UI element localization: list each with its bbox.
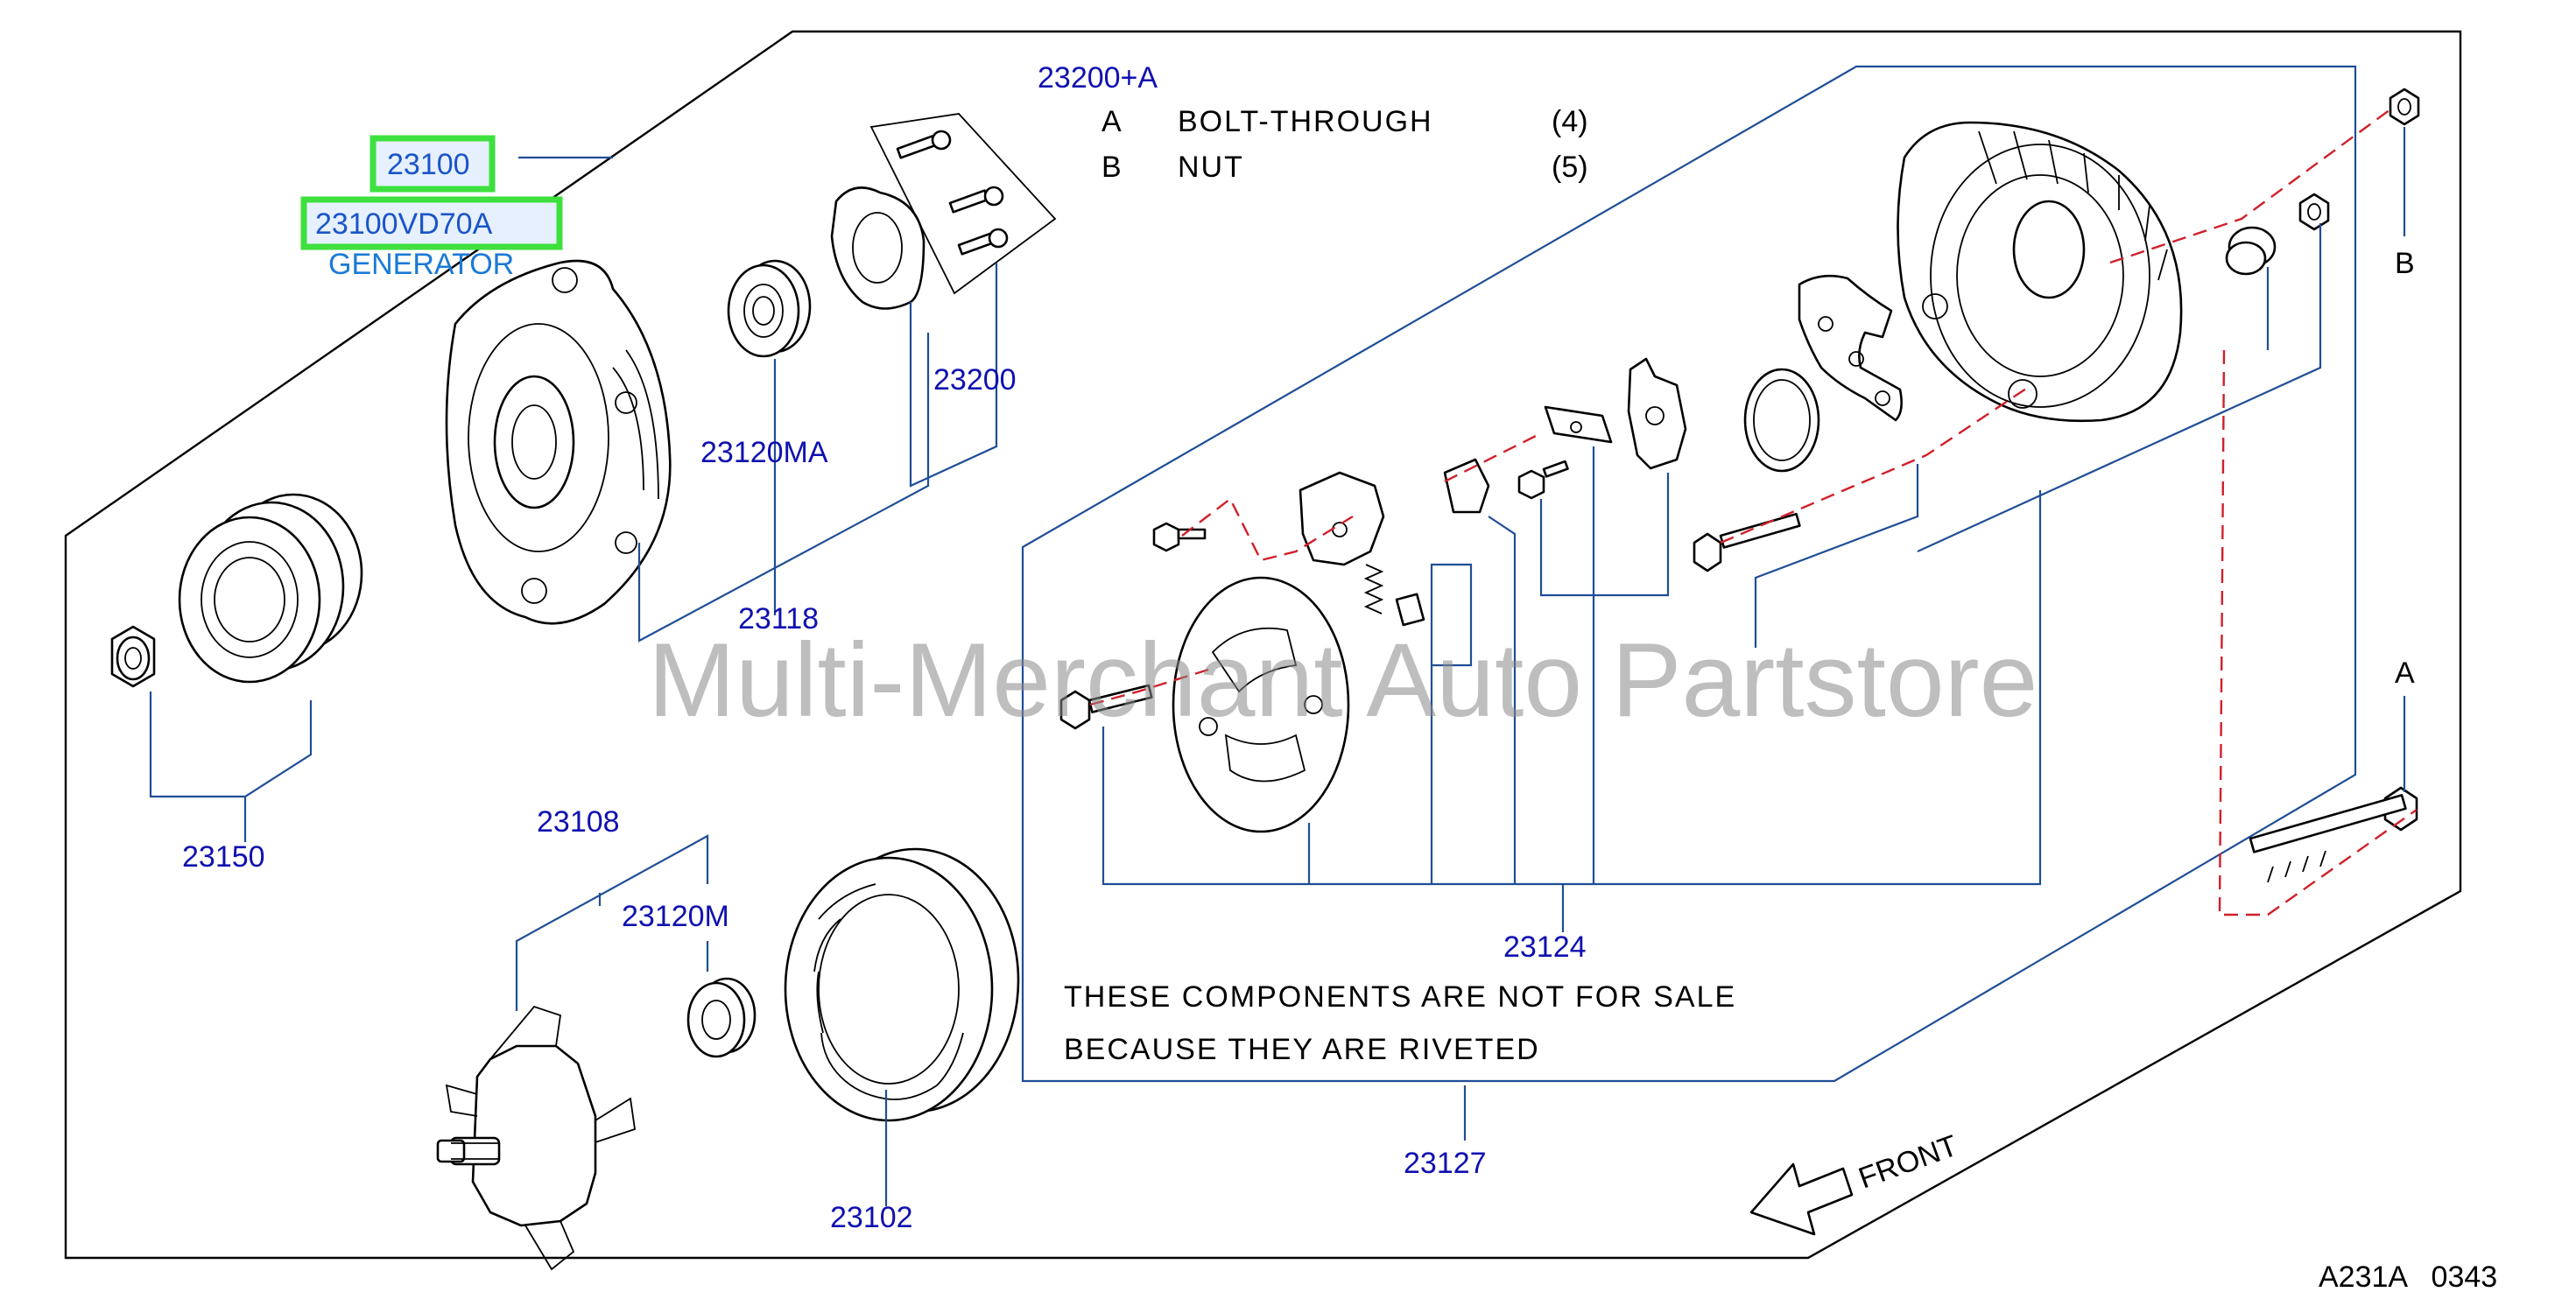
label-23200[interactable]: 23200 — [933, 363, 1017, 397]
note-line-2: BECAUSE THEY ARE RIVETED — [1064, 1033, 1540, 1066]
rotor[interactable] — [436, 1005, 636, 1271]
seal-ring[interactable] — [1743, 368, 1820, 473]
label-23100vd70a[interactable]: 23100VD70A — [315, 207, 493, 241]
label-23120m[interactable]: 23120M — [622, 900, 729, 933]
label-23124[interactable]: 23124 — [1503, 930, 1587, 964]
housing-bolt[interactable] — [1693, 512, 1801, 572]
assembly-guides — [1089, 109, 2418, 916]
screw-regulator[interactable] — [1152, 522, 1207, 552]
kit-letter-a: A — [1101, 105, 1122, 138]
label-23100[interactable]: 23100 — [387, 148, 470, 181]
label-23102[interactable]: 23102 — [830, 1201, 913, 1234]
bearing-retainer-plate[interactable] — [830, 186, 926, 310]
brush-spring[interactable] — [1363, 564, 1425, 627]
rear-cover-plate[interactable] — [1172, 576, 1350, 833]
label-23118[interactable]: 23118 — [738, 602, 819, 635]
outer-frame — [64, 30, 2462, 1260]
front-bearing[interactable] — [727, 259, 812, 358]
marker-a: A — [2395, 657, 2415, 690]
voltage-regulator[interactable] — [1299, 458, 1490, 566]
kit-letter-b: B — [1101, 151, 1122, 184]
label-23127[interactable]: 23127 — [1404, 1147, 1487, 1180]
nut-b-upper[interactable] — [2389, 88, 2420, 126]
watermark: Multi-Merchant Auto Partstore — [648, 621, 2038, 739]
through-bolt[interactable] — [2249, 786, 2418, 883]
diode-clip[interactable] — [1544, 405, 1613, 444]
marker-b: B — [2395, 247, 2415, 280]
retainer-screws[interactable] — [869, 113, 1057, 295]
label-23200a[interactable]: 23200+A — [1038, 61, 1158, 95]
label-23108[interactable]: 23108 — [537, 805, 620, 839]
kit-name-a: BOLT-THROUGH — [1178, 105, 1433, 138]
front-housing[interactable] — [445, 259, 672, 625]
pulley-nut[interactable] — [110, 625, 156, 688]
diagram-code: A231A 0343 — [2319, 1260, 2497, 1294]
leader-lines — [149, 127, 2406, 1206]
stator[interactable] — [784, 847, 1020, 1122]
highlight-23100 — [370, 135, 496, 193]
front-label: FRONT — [1855, 1129, 1962, 1196]
terminal-bushing[interactable] — [2225, 226, 2277, 276]
front-arrow-icon — [1749, 1162, 1854, 1236]
terminal-holder[interactable] — [1627, 357, 1687, 470]
kit-qty-a: (4) — [1552, 105, 1588, 138]
pulley[interactable] — [178, 493, 363, 684]
label-23150[interactable]: 23150 — [182, 840, 265, 874]
label-generator: GENERATOR — [328, 248, 514, 281]
kit-name-b: NUT — [1178, 151, 1244, 184]
screw-clip[interactable] — [1517, 460, 1569, 500]
kit-qty-b: (5) — [1552, 151, 1588, 184]
rectifier-plate[interactable] — [1798, 274, 1903, 422]
rear-housing[interactable] — [1897, 121, 2183, 423]
nut-b-lower[interactable] — [2298, 193, 2330, 231]
note-line-1: THESE COMPONENTS ARE NOT FOR SALE — [1064, 980, 1736, 1014]
highlight-23100vd70a — [300, 196, 563, 250]
inner-frame-23127 — [1021, 65, 2357, 1083]
label-23120ma[interactable]: 23120MA — [700, 436, 828, 469]
rear-bearing[interactable] — [686, 977, 757, 1058]
